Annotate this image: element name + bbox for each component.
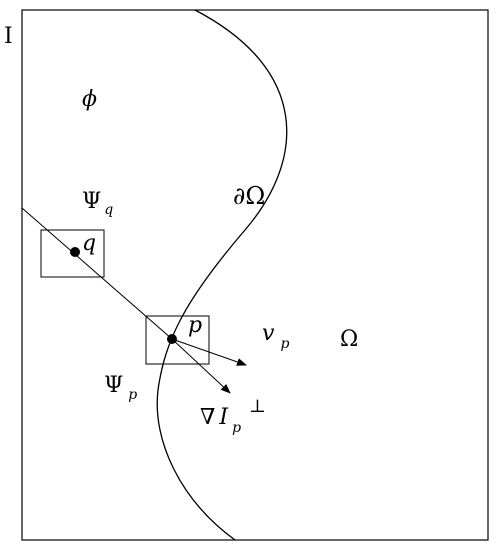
patch-psi-q (40, 229, 105, 278)
isophote-line (21, 207, 173, 340)
point-q-dot (70, 247, 80, 257)
image-frame (21, 9, 489, 541)
arrow-v-p (171, 338, 247, 366)
label-boundary: ∂Ω (233, 182, 265, 210)
arrow-gradient-perp (171, 338, 231, 394)
boundary-curve (156, 9, 288, 541)
label-point-q: q (82, 231, 96, 256)
label-omega: Ω (340, 327, 358, 352)
label-image: I (4, 24, 13, 49)
point-p-dot (167, 334, 177, 344)
label-phi: ϕ (82, 87, 97, 112)
patch-psi-p (145, 315, 210, 365)
label-point-p: p (188, 313, 202, 338)
